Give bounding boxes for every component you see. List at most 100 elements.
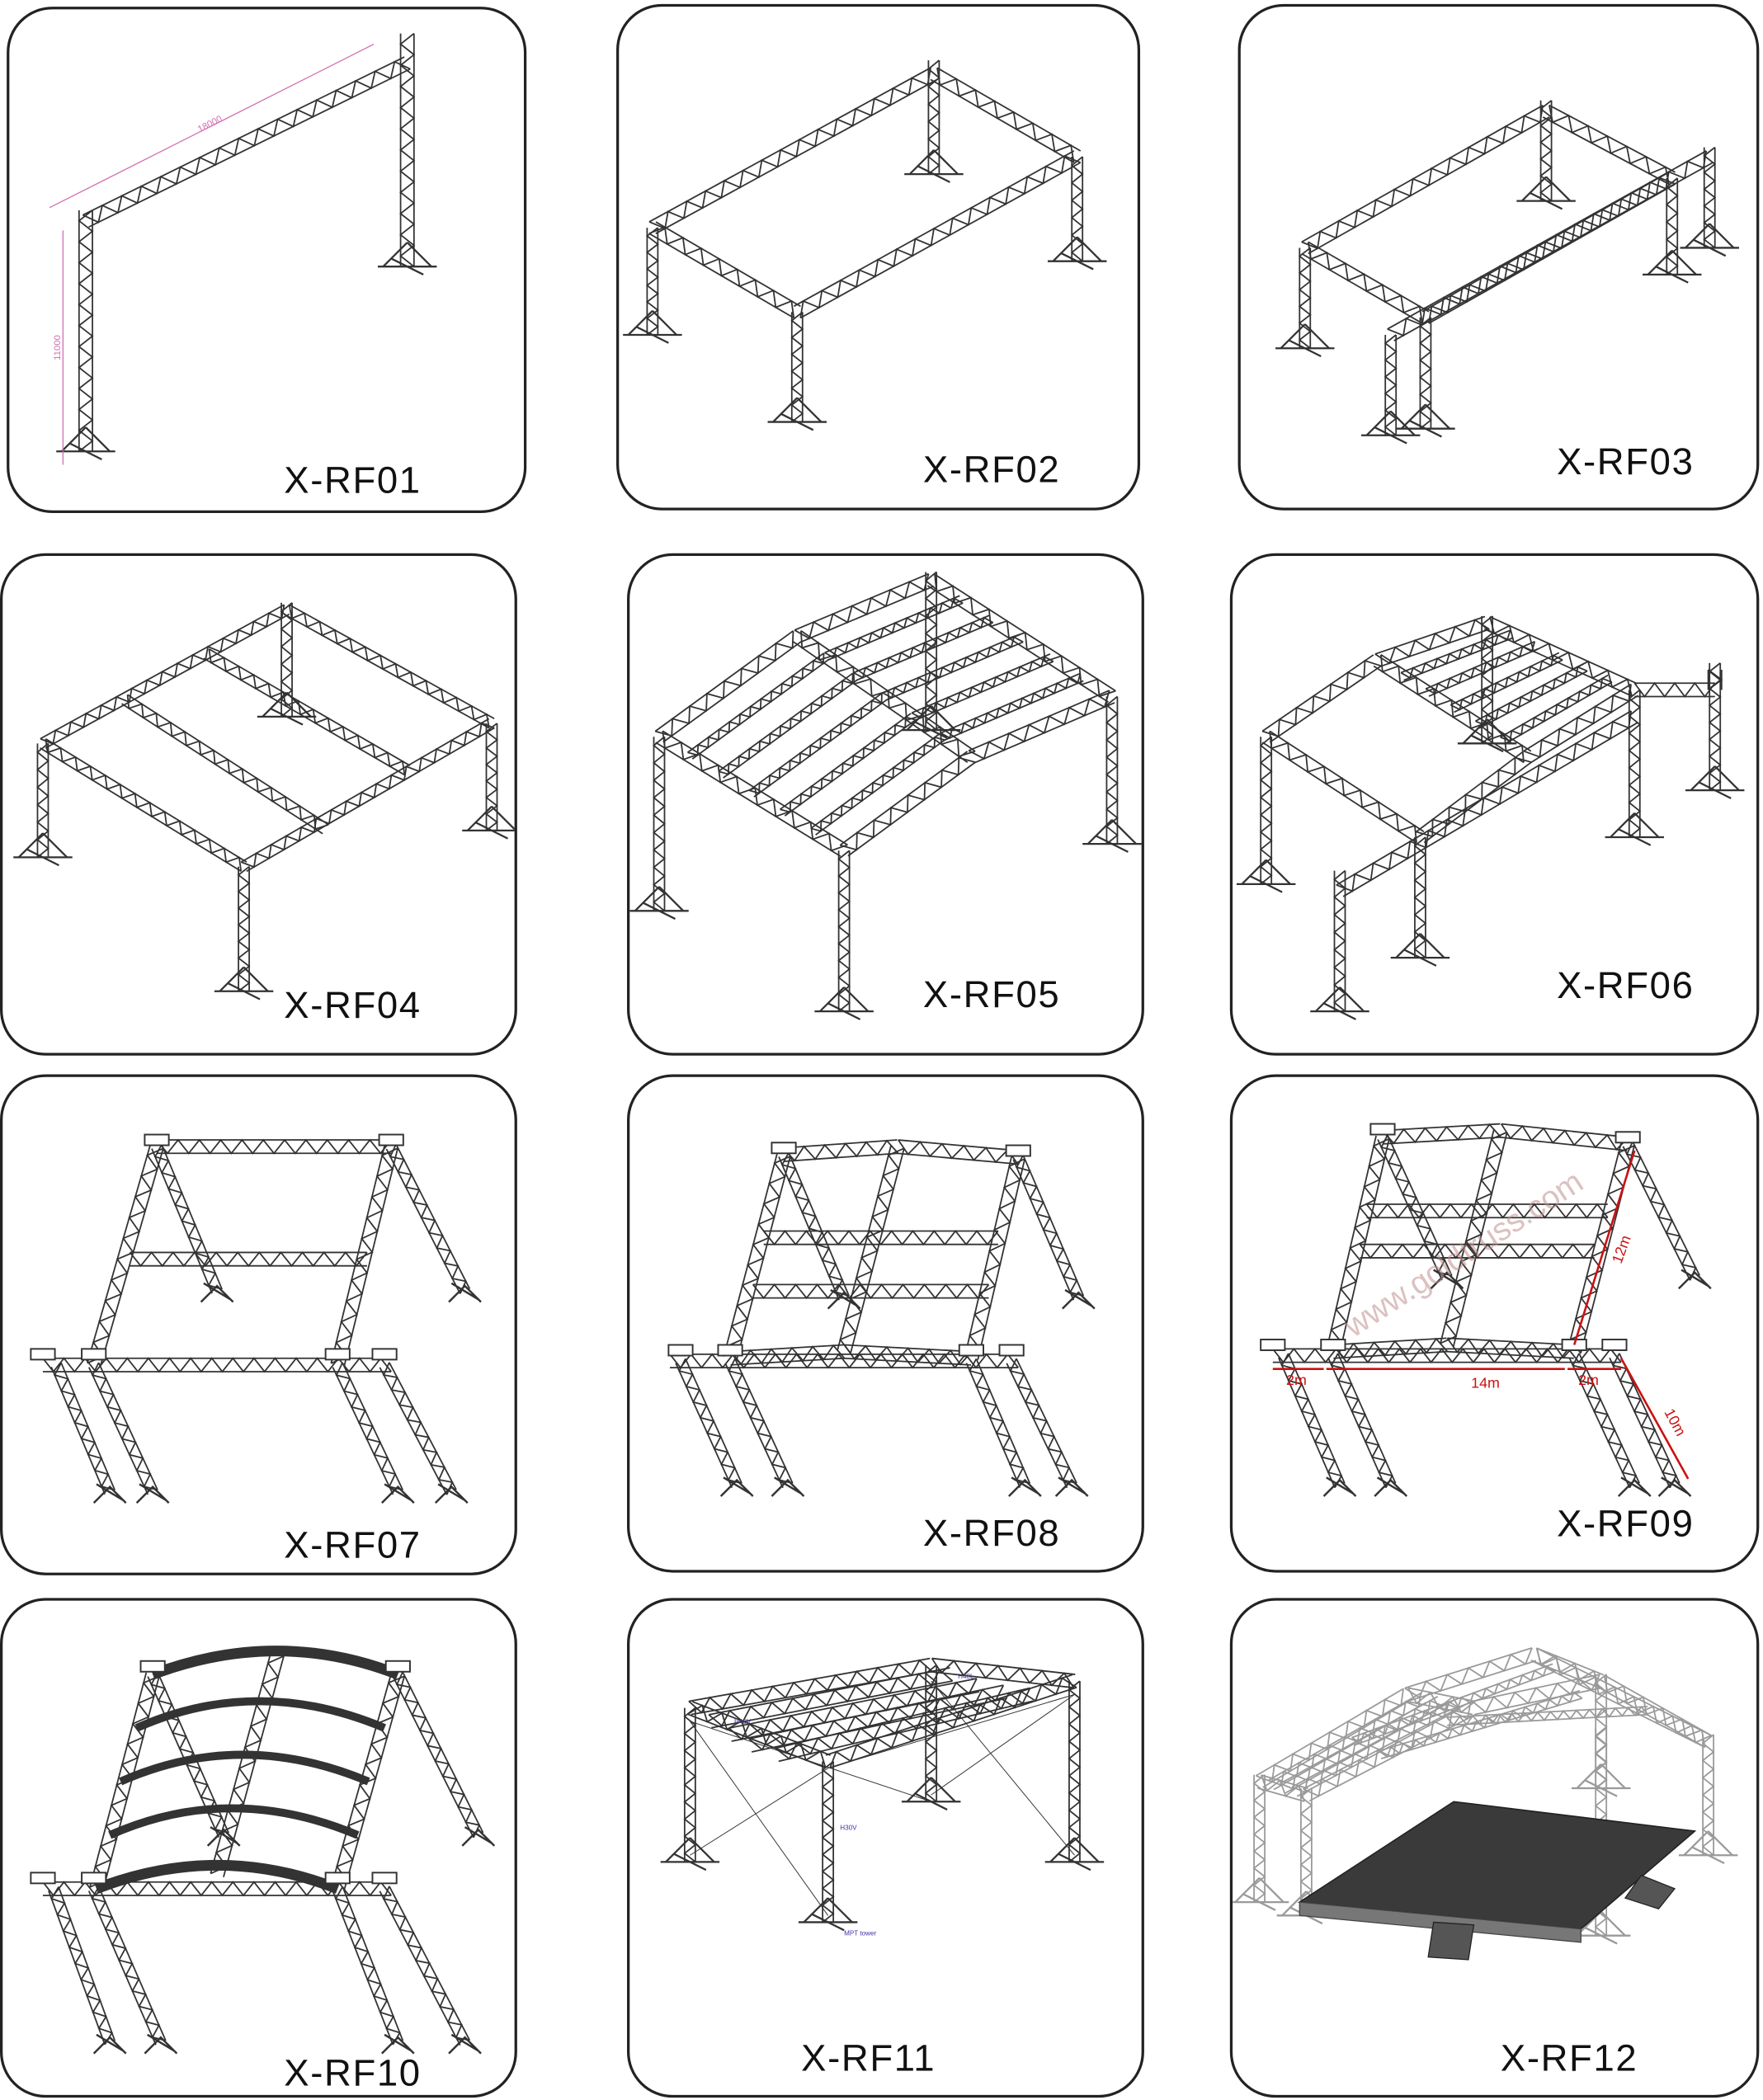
truss-segment [810,732,945,836]
arch-truss [94,1859,340,1894]
truss-segment [1665,177,1679,275]
tower-base [1457,718,1517,753]
tower-base [1685,765,1745,799]
truss-segment [1261,730,1425,844]
truss-drawing [667,1139,1096,1497]
sleeve-block [371,1872,398,1885]
truss-segment [129,1251,368,1268]
outrigger-foot [92,2033,127,2055]
truss-segment [1419,317,1432,430]
truss-segment [1381,1123,1502,1145]
truss-segment [379,1362,457,1495]
truss-segment [1359,1243,1596,1260]
product-card-x-rf04[interactable]: X-RF04 [0,553,517,1056]
truss-segment [1378,1689,1583,1759]
sleeve-block [1260,1339,1286,1351]
truss-segment [87,1144,164,1368]
product-card-x-rf08[interactable]: X-RF08 [627,1074,1144,1573]
truss-segment [897,1139,1020,1165]
dimension-label: H40V [734,1718,752,1726]
truss-segment [752,1283,990,1300]
product-card-x-rf07[interactable]: X-RF07 [0,1074,517,1575]
truss-segment [237,866,251,992]
truss-segment [1374,615,1490,668]
tower-base [1605,812,1665,846]
truss-segment [332,1886,404,2046]
sleeve-block [1320,1339,1346,1351]
truss-segment [385,1143,471,1294]
outrigger-foot [1061,1288,1096,1310]
dimension-label: 2m [1286,1372,1307,1388]
sleeve-block [1005,1144,1031,1157]
product-card-x-rf02[interactable]: X-RF02 [616,3,1141,511]
truss-segment [1413,836,1427,958]
tower-base [1233,1877,1289,1911]
truss-segment [147,1671,229,1838]
truss-segment [1425,640,1539,697]
truss-segment [653,736,666,912]
truss-segment [121,694,329,835]
product-code: X-RF03 [1557,440,1695,483]
truss-segment [1012,1155,1085,1301]
tower-base [1310,986,1369,1020]
product-code: X-RF04 [284,984,422,1026]
product-card-x-rf05[interactable]: X-RF05 [627,553,1144,1056]
outrigger-foot [1617,1476,1652,1497]
product-code: X-RF11 [801,2037,936,2079]
truss-drawing [1275,100,1739,445]
arch-truss [119,1750,370,1786]
dimension-line [1272,1150,1690,1480]
product-card-x-rf10[interactable]: X-RF10 [0,1598,517,2098]
outrigger-foot [1374,1476,1408,1497]
outrigger-foot [380,2033,415,2055]
tower-base [1275,323,1335,358]
truss-segment [1416,751,1532,844]
truss-segment [940,672,1084,742]
dimension-label: 18000 [196,114,224,134]
tower-base [901,1777,961,1811]
truss-segment [930,1657,1076,1689]
outrigger-foot [1657,1476,1692,1497]
truss-segment [645,227,659,336]
truss-segment [793,150,1082,319]
product-card-x-rf03[interactable]: X-RF03 [1237,3,1760,511]
truss-segment [40,604,290,749]
product-code: X-RF08 [922,1512,1061,1554]
truss-segment [1499,1123,1629,1151]
sleeve-block [384,1660,411,1673]
sleeve-block [30,1348,56,1361]
truss-segment [708,1667,954,1729]
sleeve-block [378,1133,404,1147]
truss-segment [40,738,247,873]
outrigger-foot [92,1483,127,1504]
outrigger-foot [719,1476,754,1497]
product-card-x-rf12[interactable]: X-RF12 [1229,1598,1760,2098]
truss-segment [485,723,498,831]
sleeve-block [371,1348,398,1361]
outrigger-foot [380,1483,415,1504]
truss-segment [837,850,851,1012]
tower-base [1044,1837,1105,1872]
truss-segment [151,1144,223,1294]
outrigger-foot [448,1282,482,1303]
truss-segment [283,604,495,729]
product-card-x-rf06[interactable]: X-RF06 [1229,553,1760,1056]
truss-segment [1622,1141,1700,1281]
truss-segment [748,692,888,798]
product-code: X-RF12 [1500,2037,1638,2079]
truss-segment [1523,683,1639,764]
truss-segment [824,595,964,662]
truss-segment [1450,652,1563,713]
truss-segment [778,1151,850,1301]
truss-segment [853,614,994,681]
sleeve-block [30,1872,56,1885]
tower-base [1680,223,1739,257]
tower-base [901,705,961,739]
arch-truss [134,1697,386,1732]
truss-segment [1701,1734,1715,1856]
